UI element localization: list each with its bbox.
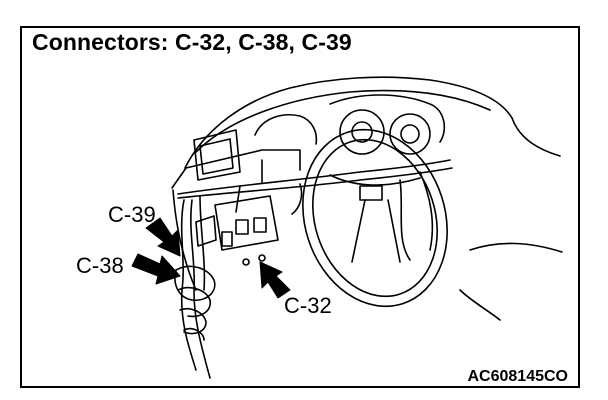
label-c39: C-39 bbox=[108, 202, 156, 227]
figure-code: AC608145CO bbox=[467, 368, 569, 385]
arrow-icon bbox=[131, 217, 291, 299]
steering-wheel bbox=[302, 128, 448, 308]
center-display bbox=[193, 114, 318, 183]
lower-panel bbox=[195, 195, 279, 266]
dashboard-outline bbox=[171, 76, 563, 321]
label-c32: C-32 bbox=[284, 293, 332, 318]
wiring-harness bbox=[174, 159, 453, 379]
instrument-cluster bbox=[329, 94, 446, 155]
figure-title: Connectors: C-32, C-38, C-39 bbox=[32, 29, 352, 55]
label-c38: C-38 bbox=[76, 253, 124, 278]
